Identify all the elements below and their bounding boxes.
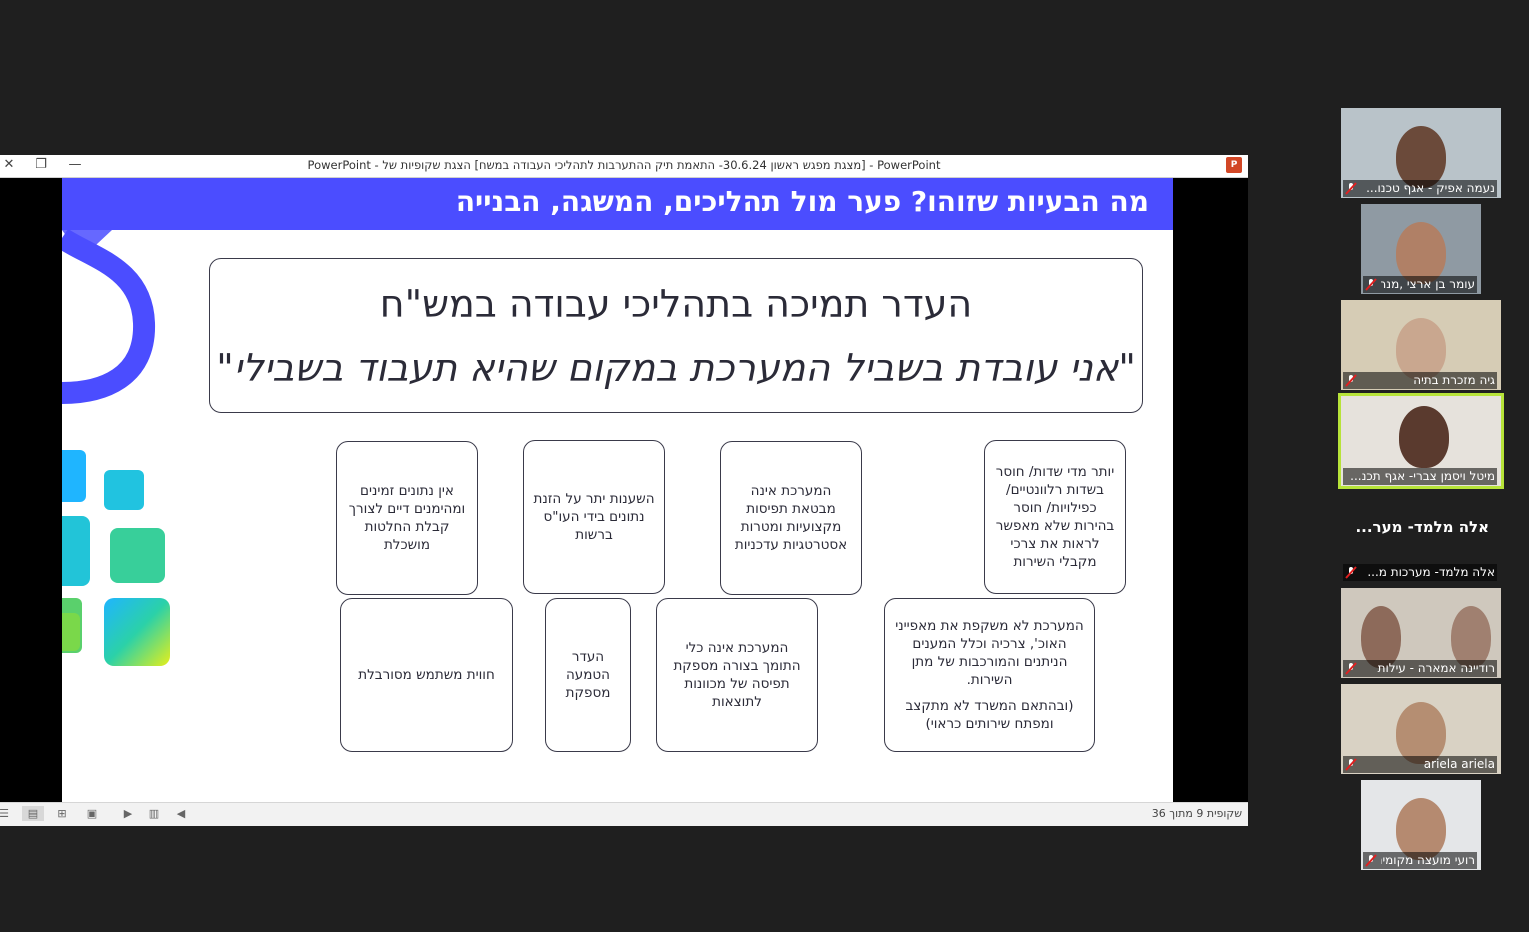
problem-box: המערכת לא משקפת את מאפייני האוכ', צרכיה … (884, 598, 1095, 752)
problem-box: השענות יתר על הזנת נתונים בידי העו"ס ברש… (523, 440, 665, 594)
problem-text: המערכת לא משקפת את מאפייני האוכ', צרכיה … (895, 618, 1084, 688)
slide: מה הבעיות שזוהו? פער מול תהליכים, המשגה,… (62, 178, 1173, 802)
slide-sorter-icon[interactable]: ⊞ (57, 807, 67, 820)
participant-video (1396, 702, 1446, 764)
slide-title-banner: מה הבעיות שזוהו? פער מול תהליכים, המשגה,… (62, 178, 1173, 230)
participant-tile[interactable]: אלה מלמד- מער... אלה מלמד- מערכות מ... (1341, 492, 1501, 582)
participant-video (1396, 798, 1446, 860)
participant-video (1399, 406, 1449, 468)
main-problem-box: העדר תמיכה בתהליכי עבודה במש"ח "אני עובד… (209, 258, 1143, 413)
muted-mic-icon (1365, 854, 1377, 867)
powerpoint-window: ✕ ❐ — PowerPoint - [מצגת מפגש ראשון 30.6… (0, 155, 1248, 826)
participant-label: גיה מזכרת בתיה (1343, 372, 1497, 389)
problem-box: העדר הטמעה מספקת (545, 598, 631, 752)
problem-text: חווית משתמש מסורבלת (358, 667, 495, 683)
problem-box: המערכת אינה מבטאת תפיסות מקצועיות ומטרות… (720, 441, 862, 595)
muted-mic-icon (1365, 278, 1377, 291)
participant-label: עומר בן ארצי ,מנהל אג... (1363, 276, 1477, 293)
minimize-icon[interactable]: — (68, 157, 82, 172)
participant-tile[interactable]: רודיינה אמארה - עילות (1341, 588, 1501, 678)
participant-tile[interactable]: גיה מזכרת בתיה (1341, 300, 1501, 390)
window-title: PowerPoint - [מצגת מפגש ראשון 30.6.24- ה… (307, 158, 941, 172)
menu-icon[interactable]: ▥ (148, 807, 160, 820)
participant-name: רודיינה אמארה - עילות (1377, 661, 1495, 675)
muted-mic-icon (1345, 374, 1357, 387)
participant-video (1451, 606, 1491, 668)
participant-name: אלה מלמד- מערכות מ... (1367, 565, 1495, 579)
participant-name: מיטל ויסמן צברי- אגף תכנ... (1350, 469, 1495, 483)
participant-name: עומר בן ארצי ,מנהל אג... (1381, 277, 1475, 291)
problem-box: יותר מדי שדות/ חוסר בשדות רלוונטיים/ כפי… (984, 440, 1126, 594)
participant-name: נעמה אפיק - אגף טכנו... (1366, 181, 1495, 195)
powerpoint-app-icon: P (1226, 157, 1242, 173)
main-heading: העדר תמיכה בתהליכי עבודה במש"ח (379, 281, 973, 326)
problem-box: אין נתונים זמינים ומהימנים דיים לצורך קב… (336, 441, 478, 595)
slide-counter: שקופית 9 מתוך 36 (1151, 807, 1242, 820)
problem-box: המערכת אינה כלי התומך בצורה מספקת תפיסה … (656, 598, 818, 752)
muted-mic-icon (1345, 662, 1357, 675)
status-bar: ☰ ▤ ⊞ ▣ ▶ ▥ ◀ שקופית 9 מתוך 36 (0, 802, 1248, 826)
participant-label: נעמה אפיק - אגף טכנו... (1343, 180, 1497, 197)
muted-mic-icon (1345, 758, 1357, 771)
participant-name: גיה מזכרת בתיה (1413, 373, 1495, 387)
participant-tile[interactable]: נעמה אפיק - אגף טכנו... (1341, 108, 1501, 198)
reading-view-icon[interactable]: ▣ (86, 807, 98, 820)
problem-box: חווית משתמש מסורבלת (340, 598, 513, 752)
participant-video (1361, 606, 1401, 668)
muted-mic-icon (1345, 566, 1357, 579)
participant-video (1396, 318, 1446, 380)
close-icon[interactable]: ✕ (3, 157, 15, 172)
problem-text: המערכת אינה כלי התומך בצורה מספקת תפיסה … (673, 640, 801, 710)
play-icon[interactable]: ▶ (123, 807, 133, 820)
participant-tile-active-speaker[interactable]: מיטל ויסמן צברי- אגף תכנ... (1338, 393, 1504, 489)
participant-label: ariela ariela (1343, 756, 1497, 773)
notes-icon[interactable]: ☰ (0, 807, 9, 820)
slide-decoration (62, 198, 170, 666)
problem-subtext: (ובהתאם המשרד לא מתקצב ומפתח שירותים כרא… (905, 698, 1074, 732)
window-titlebar: ✕ ❐ — PowerPoint - [מצגת מפגש ראשון 30.6… (0, 155, 1248, 178)
restore-icon[interactable]: ❐ (35, 157, 47, 172)
slide-title: מה הבעיות שזוהו? פער מול תהליכים, המשגה,… (455, 185, 1149, 218)
problem-text: המערכת אינה מבטאת תפיסות מקצועיות ומטרות… (734, 483, 848, 553)
participant-tile[interactable]: רועי מועצה מקומית אזור (1361, 780, 1481, 870)
participant-display-name: אלה מלמד- מער... (1355, 518, 1489, 536)
participant-tile[interactable]: עומר בן ארצי ,מנהל אג... (1361, 204, 1481, 294)
previous-icon[interactable]: ◀ (176, 807, 186, 820)
participant-label: רועי מועצה מקומית אזור (1363, 852, 1477, 869)
problem-text: העדר הטמעה מספקת (565, 649, 611, 701)
participant-label: מיטל ויסמן צברי- אגף תכנ... (1343, 468, 1497, 485)
participant-label: אלה מלמד- מערכות מ... (1343, 564, 1497, 581)
participant-video (1396, 126, 1446, 188)
participant-video (1396, 222, 1446, 284)
problem-text: השענות יתר על הזנת נתונים בידי העו"ס ברש… (533, 491, 655, 543)
problem-text: יותר מדי שדות/ חוסר בשדות רלוונטיים/ כפי… (995, 464, 1115, 570)
participant-name: רועי מועצה מקומית אזור (1381, 853, 1475, 867)
problem-text: אין נתונים זמינים ומהימנים דיים לצורך קב… (348, 483, 466, 553)
normal-view-icon[interactable]: ▤ (22, 806, 44, 821)
participant-name: ariela ariela (1423, 757, 1495, 771)
main-quote: "אני עובדת בשביל המערכת במקום שהיא תעבוד… (216, 345, 1136, 390)
participant-label: רודיינה אמארה - עילות (1343, 660, 1497, 677)
participant-tile[interactable]: ariela ariela (1341, 684, 1501, 774)
muted-mic-icon (1345, 182, 1357, 195)
